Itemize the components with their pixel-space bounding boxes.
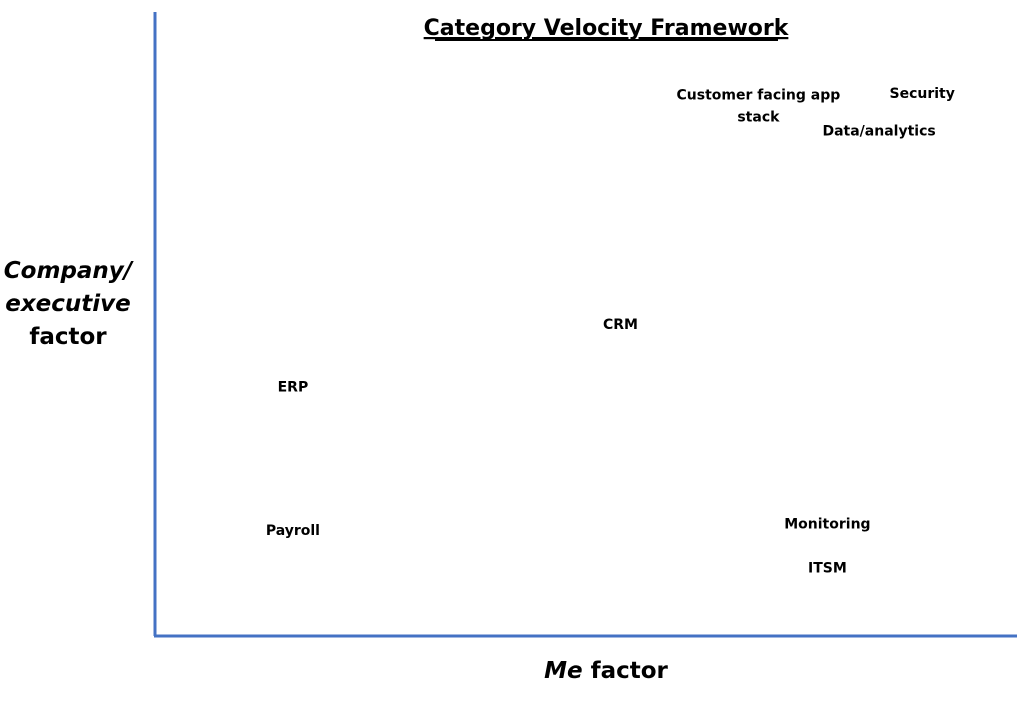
data-point-label: Monitoring [784, 517, 870, 533]
y-axis-label-line: factor [29, 324, 107, 350]
data-point-label-line: Security [890, 86, 955, 102]
data-point-label-line: Customer facing app [677, 88, 841, 104]
data-point-label: ITSM [808, 560, 847, 576]
data-point-label: Data/analytics [822, 124, 935, 140]
data-point-label: Payroll [266, 523, 320, 539]
data-point-label-line: ERP [278, 379, 309, 395]
y-axis-label: Company/executive factor [4, 258, 134, 350]
x-axis-label-plain: factor [583, 658, 669, 684]
data-point-label: Security [890, 86, 955, 102]
data-points: Customer facing app stack SecurityData/ana… [266, 86, 955, 576]
x-axis-label-italic: Me [544, 658, 583, 684]
y-axis-label-line: executive [5, 291, 131, 317]
y-axis-label-line: Company/ [4, 258, 134, 284]
data-point-label-line: stack [737, 110, 780, 126]
x-axis-label: Me factor [544, 658, 668, 684]
data-point-label-line: CRM [603, 317, 638, 333]
data-point-label: Customer facing app stack [677, 88, 841, 126]
data-point-label-line: Monitoring [784, 517, 870, 533]
data-point-label-line: Data/analytics [822, 124, 935, 140]
data-point-label-line: ITSM [808, 560, 847, 576]
data-point-label: CRM [603, 317, 638, 333]
data-point-label-line: Payroll [266, 523, 320, 539]
data-point-label: ERP [278, 379, 309, 395]
chart-title: Category Velocity Framework [424, 16, 790, 41]
